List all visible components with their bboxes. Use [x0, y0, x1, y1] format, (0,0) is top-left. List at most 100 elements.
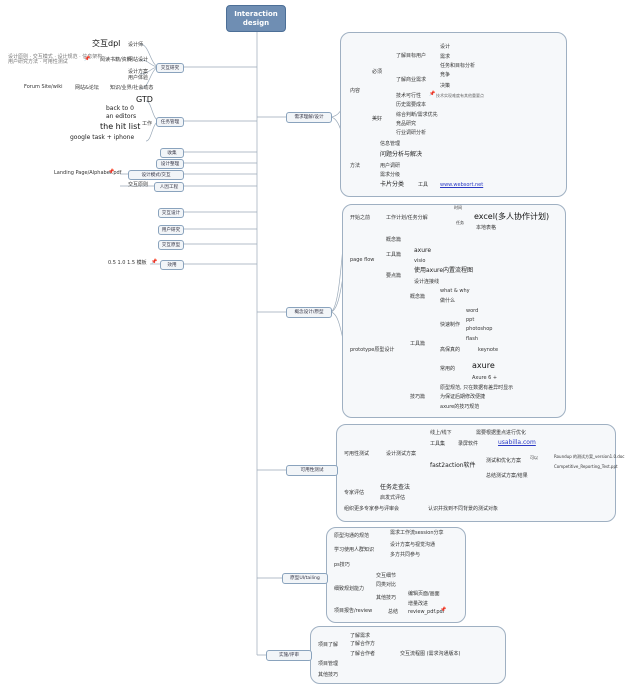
s4-f2: review_pdf.pdf [408, 609, 445, 615]
section-1-title[interactable]: 需求理解/设计 [286, 112, 332, 123]
s2-tools-hifi: 高保真的 [440, 347, 461, 353]
s2-pageflow: page flow [350, 257, 375, 263]
usabilla-link[interactable]: usabilla.com [498, 439, 536, 446]
s2-plan: 工作计划/任务分解 [386, 215, 428, 221]
s1-biz: 了解商业需求 [396, 77, 427, 83]
left-box-task[interactable]: 任务管理 [156, 117, 184, 127]
s3-a1b: 需要根据重点进行优化 [476, 430, 527, 436]
s4-c: ps技巧 [334, 562, 350, 568]
s3-b1: 任务走查法 [380, 484, 411, 491]
pin-icon: 📌 [151, 259, 158, 265]
s2-axure: axure [472, 361, 495, 370]
s2-gn-2: 做什么 [440, 298, 456, 304]
s2-gn-1: what & why [440, 288, 470, 294]
s2-plan-task: 任务 [456, 220, 464, 225]
pin-icon: 📌 [440, 607, 447, 613]
left-box-ixd[interactable]: 交互设计 [158, 208, 184, 218]
section-5-container [310, 626, 506, 684]
s5-a1: 了解需求 [350, 633, 371, 639]
s3-a1a: 线上/线下 [430, 430, 452, 436]
s4-a3: 多方共同参与 [390, 552, 421, 558]
s4-a2: 设计方案与视觉沟通 [390, 542, 436, 548]
section-4-title[interactable]: 原型UI/tailing [282, 573, 328, 584]
root-node[interactable]: Interaction design [226, 5, 286, 32]
left-node-5a: 设计方案 [128, 69, 149, 75]
section-3-title[interactable]: 可用性测试 [286, 465, 338, 476]
s3-c1: 认识并找到不同背景的测试对象 [428, 506, 499, 512]
s2-tools-quick: 快速制作 [440, 322, 461, 328]
root-label: Interaction design [234, 9, 278, 27]
s2-excel: excel(多人协作计划) [474, 212, 550, 221]
s1-tech: 技术可行性 [396, 93, 422, 99]
s3-a3: fast2action软件 [430, 462, 476, 469]
left-node-6b: 网站&论坛 [75, 85, 99, 91]
left-note-2: 用户研究方法 · 可用性测试 [8, 59, 68, 65]
s1-method-4: 需求分级 [380, 172, 401, 178]
s3-a3e: 总结测试方案/结果 [486, 473, 528, 479]
s2-pf-concept: 概念篇 [386, 237, 402, 243]
gtd-item-4: google task + iphone [70, 134, 135, 141]
s5-a2: 了解合作方 [350, 641, 376, 647]
s2-pf-key: 要点篇 [386, 273, 402, 279]
left-box-research[interactable]: 用户研究 [158, 225, 184, 235]
s3-a3d: Competitive_Reporting_Test.ppt [554, 464, 618, 469]
gtd-node[interactable]: GTD [136, 95, 153, 104]
s1-method-1: 信息管理 [380, 141, 401, 147]
s2-prototype: prototype原型设计 [350, 347, 395, 353]
pin-icon: 📌 [84, 56, 91, 62]
section-1-container [340, 32, 567, 197]
s2-gj: 工具篇 [410, 341, 426, 347]
s1-user: 了解目标用户 [396, 53, 427, 59]
s1-must: 必须 [372, 69, 383, 75]
section-2-title[interactable]: 概念设计/原型 [286, 307, 332, 318]
left-m1: 交互原则 [128, 182, 149, 188]
left-v1: 0.5 1.0 1.5 模板 [108, 260, 147, 266]
s3-a3b: 可以 [530, 455, 538, 460]
left-box-ergonomics[interactable]: 人因工程 [154, 182, 184, 192]
s5-c: 项目管理 [318, 661, 339, 667]
left-box-organize[interactable]: 设计整理 [156, 159, 184, 169]
s2-tool-1: word [466, 308, 479, 314]
left-box-utility[interactable]: 效用 [160, 260, 184, 270]
s1-tech-note: 技术实现难度有其他重要点 [436, 93, 484, 98]
gtd-item-2: an editors [106, 113, 137, 120]
s1-method: 方法 [350, 163, 361, 169]
s1-user-3: 任务和目标分析 [440, 63, 476, 69]
s2-plan-time: 时间 [454, 205, 462, 210]
left-box-prototype[interactable]: 交互原型 [158, 240, 184, 250]
s2-axure-common: 常用的 [440, 366, 456, 372]
s2-tool-4: flash [466, 336, 478, 342]
s4-d2: 同类对比 [376, 582, 397, 588]
gtd-label: 工作 [142, 121, 153, 127]
s2-axure-ver: Axure 6 + [472, 375, 498, 381]
left-node-1[interactable]: 交互dpl [92, 39, 121, 48]
s4-f1: 总结 [388, 609, 399, 615]
s1-nice-2: 综合判断/需求优先 [396, 112, 438, 118]
s2-keynote: keynote [478, 347, 499, 353]
s1-biz-1: 竞争 [440, 72, 451, 78]
pin-icon: 📌 [429, 91, 436, 97]
left-box-reading[interactable]: 交互研究 [156, 63, 184, 73]
s1-biz-2: 决策 [440, 83, 451, 89]
s2-gn: 概念篇 [410, 294, 426, 300]
s2-before: 开始之前 [350, 215, 371, 221]
s3-a1: 设计测试方案 [386, 451, 417, 457]
s2-jq: 技巧篇 [410, 394, 426, 400]
s4-e1: 编辑页面/画面 [408, 591, 440, 597]
left-node-1b: 设计师 [128, 42, 144, 48]
s2-tool-3: photoshop [466, 326, 493, 332]
section-5-title[interactable]: 实施/评审 [266, 650, 312, 661]
section-4-container [326, 527, 466, 623]
s2-pf-visio: visio [414, 258, 426, 264]
s3-a: 可用性测试 [344, 451, 370, 457]
s4-d1: 交互细节 [376, 573, 397, 579]
left-box-collect[interactable]: 收集 [160, 148, 184, 158]
left-node-2a: 网站设计 [128, 57, 149, 63]
s1-method-3: 用户调研 [380, 163, 401, 169]
websort-link[interactable]: www.websort.net [440, 182, 484, 188]
left-box-pattern[interactable]: 设计模式/交互 [128, 170, 184, 180]
s2-pf-key-1: 使用axure内置流程图 [414, 267, 474, 274]
s3-c: 组织更多专家参与评审会 [344, 506, 400, 512]
s2-jq-2: 为保证后期修改便捷 [440, 394, 486, 400]
s3-a3a: 测试和优化方案 [486, 458, 522, 464]
